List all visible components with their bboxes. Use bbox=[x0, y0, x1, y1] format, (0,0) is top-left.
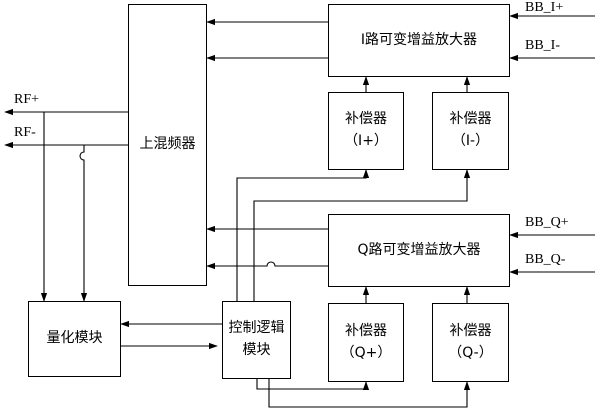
control-logic-line1: 控制逻辑 bbox=[228, 320, 285, 337]
compensator-q-plus-line1: 补偿器 bbox=[345, 322, 387, 339]
q-amplifier-label: Q路可变增益放大器 bbox=[357, 241, 481, 258]
compensator-i-minus-block: 补偿器 （I-） bbox=[432, 92, 509, 170]
bb-i-plus-label: BB_I+ bbox=[525, 0, 564, 15]
rf-minus-label: RF- bbox=[14, 125, 36, 140]
mixer-block: 上混频器 bbox=[128, 4, 207, 286]
compensator-q-minus-block: 补偿器 （Q-） bbox=[432, 303, 509, 382]
compensator-i-plus-line1: 补偿器 bbox=[345, 111, 387, 128]
control-logic-block: 控制逻辑 模块 bbox=[222, 301, 291, 379]
compensator-i-plus-line2: （I+） bbox=[344, 133, 388, 149]
q-amplifier-block: Q路可变增益放大器 bbox=[328, 214, 510, 287]
bb-q-plus-label: BB_Q+ bbox=[525, 215, 569, 230]
wire-control-to-comp-qminus bbox=[268, 379, 471, 408]
compensator-q-minus-line2: （Q-） bbox=[448, 344, 493, 361]
compensator-i-minus-line2: （I-） bbox=[451, 133, 490, 149]
wire-control-to-comp-iplus bbox=[236, 169, 370, 301]
i-amplifier-label: I路可变增益放大器 bbox=[360, 31, 478, 48]
control-logic-line2: 模块 bbox=[242, 342, 271, 358]
quantization-label: 量化模块 bbox=[46, 330, 103, 347]
compensator-q-plus-block: 补偿器 （Q+） bbox=[328, 303, 404, 382]
compensator-i-minus-line1: 补偿器 bbox=[449, 111, 492, 128]
compensator-q-minus-line1: 补偿器 bbox=[449, 322, 492, 339]
compensator-i-plus-block: 补偿器 （I+） bbox=[328, 92, 404, 170]
wire-control-to-comp-iminus bbox=[253, 169, 471, 301]
i-amplifier-block: I路可变增益放大器 bbox=[328, 4, 510, 77]
wire-control-to-comp-qplus bbox=[256, 379, 370, 391]
bb-q-minus-label: BB_Q- bbox=[525, 252, 566, 267]
quantization-block: 量化模块 bbox=[28, 301, 121, 377]
compensator-q-plus-line2: （Q+） bbox=[340, 344, 392, 361]
wire-qamp-to-mixer-2 bbox=[206, 261, 328, 270]
mixer-label: 上混频器 bbox=[139, 136, 196, 153]
wire-rf-minus-to-quant bbox=[79, 145, 88, 302]
bb-i-minus-label: BB_I- bbox=[525, 38, 560, 53]
rf-plus-label: RF+ bbox=[14, 92, 40, 107]
